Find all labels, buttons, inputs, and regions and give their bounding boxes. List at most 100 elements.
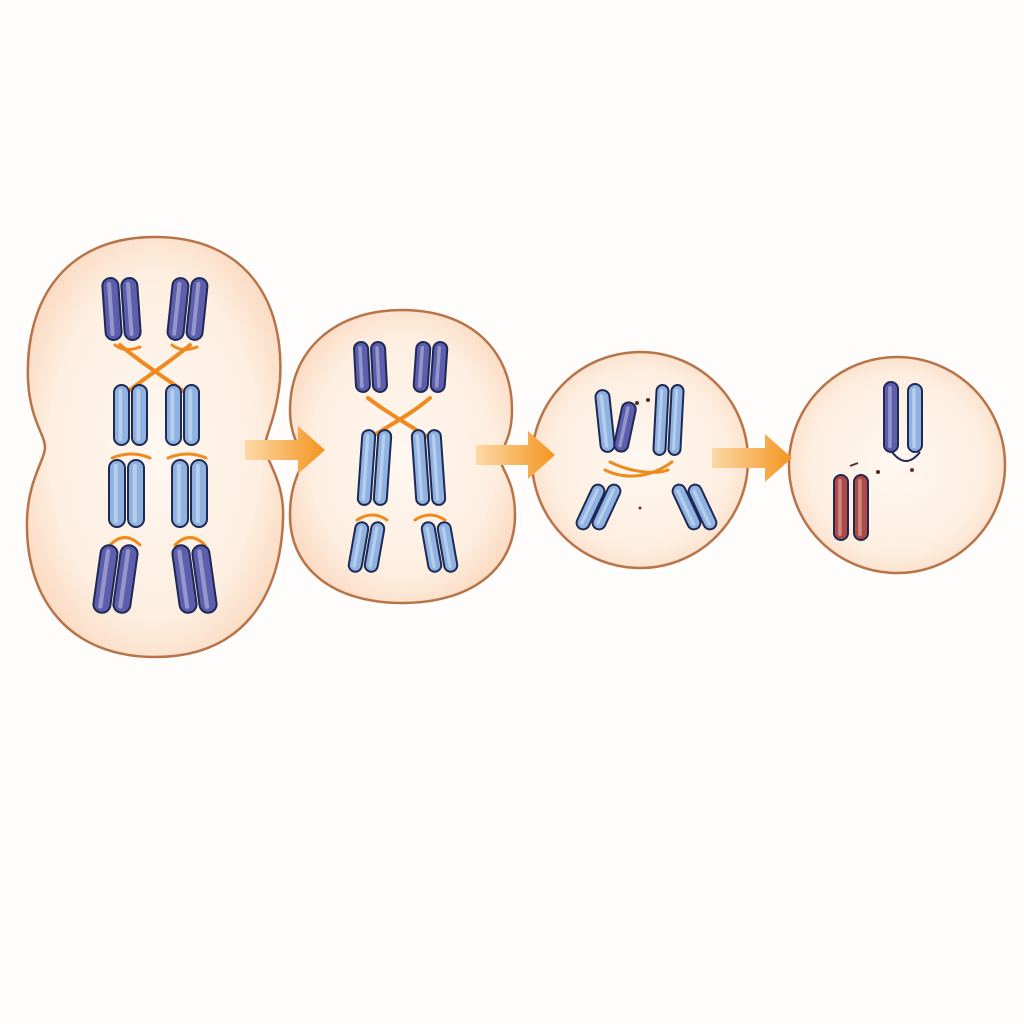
chromatid: [591, 483, 622, 531]
cell-1: [25, 235, 285, 659]
chromatid-highlight: [188, 389, 193, 441]
chromatid-highlight: [425, 526, 436, 568]
crossover-strand: [166, 452, 208, 460]
fragment-dot: [876, 470, 880, 474]
chromatid: [372, 429, 393, 506]
chromatid: [412, 341, 432, 393]
chromatid-highlight: [858, 479, 862, 536]
chromatid-highlight: [191, 282, 201, 336]
crossover-strand: [608, 460, 670, 474]
connector-strand: [891, 451, 921, 462]
chromatid: [120, 277, 142, 341]
chromatid: [127, 459, 145, 528]
chromatid-highlight: [136, 389, 141, 441]
crossover-strand: [113, 343, 142, 352]
chromatid-highlight: [599, 394, 609, 448]
chromatid: [907, 383, 923, 453]
chromatid: [667, 384, 685, 456]
fragment-dot: [646, 398, 650, 402]
chromatid-highlight: [434, 345, 442, 388]
chromatid-highlight: [692, 489, 712, 526]
chromatid: [131, 384, 148, 446]
chromatid-highlight: [98, 549, 111, 609]
chromatid-highlight: [113, 464, 118, 523]
chromatid-highlight: [417, 345, 425, 388]
chromatid: [833, 474, 849, 541]
chromatid: [185, 277, 209, 341]
chromatid: [112, 544, 139, 614]
crossover-strand: [108, 536, 142, 547]
chromatid: [883, 381, 899, 453]
chromatid-highlight: [172, 282, 182, 336]
cell-2: [288, 308, 517, 605]
chromatid-highlight: [358, 346, 364, 389]
chromatid: [687, 483, 718, 531]
chromatid: [108, 459, 126, 528]
fragment-dot: [910, 468, 914, 472]
chromatid-highlight: [197, 549, 210, 609]
crossover-strand: [170, 343, 199, 352]
crossover-strand: [355, 513, 389, 522]
chromatid: [171, 459, 189, 528]
chromatid-highlight: [361, 434, 370, 501]
fragment-dot: [638, 506, 642, 510]
chromatid-highlight: [676, 489, 696, 526]
chromatid: [370, 341, 388, 393]
arrow-3-icon: [712, 434, 792, 482]
chromatid-highlight: [415, 434, 424, 501]
chromatid: [426, 429, 447, 506]
chromatid: [594, 389, 616, 453]
chromatid: [575, 483, 606, 531]
chromatid-highlight: [912, 388, 916, 448]
chromatid: [613, 401, 637, 453]
chromatid: [429, 341, 449, 393]
chromatid: [356, 429, 377, 506]
chromatid-highlight: [580, 488, 600, 525]
chromatid: [165, 384, 182, 446]
chromatid: [363, 521, 386, 573]
chromatid: [190, 459, 208, 528]
chromatid: [191, 544, 218, 614]
chromatid-highlight: [838, 479, 842, 536]
chromatid-highlight: [441, 526, 452, 568]
chromatid-highlight: [126, 282, 134, 337]
chromatid-highlight: [177, 549, 190, 609]
chromatid-highlight: [888, 386, 892, 448]
fragment-dot: [635, 401, 639, 405]
fragment-mark: [849, 462, 859, 467]
chromatid-highlight: [596, 488, 616, 525]
chromatid: [652, 384, 670, 456]
chromatid-highlight: [431, 434, 440, 501]
arrow-2-icon: [476, 431, 555, 479]
chromatid-highlight: [672, 388, 679, 451]
chromatid-highlight: [132, 464, 137, 523]
chromatid-highlight: [377, 434, 386, 501]
chromatid: [353, 341, 371, 393]
chromatid-highlight: [368, 526, 379, 568]
chromatid-highlight: [195, 464, 200, 523]
chromatid-highlight: [118, 549, 131, 609]
chromatid: [113, 384, 130, 446]
chromatid: [671, 483, 702, 531]
crossover-strand: [110, 452, 152, 460]
chromatid: [171, 544, 198, 614]
chromatid: [347, 521, 370, 573]
chromatid-highlight: [118, 389, 123, 441]
crossover-strand: [173, 536, 207, 547]
chromatid: [166, 277, 190, 341]
arrow-1-icon: [245, 426, 325, 474]
chromatid: [183, 384, 200, 446]
chromatid: [420, 521, 443, 573]
chromatid: [853, 474, 869, 541]
crossover-strand: [603, 460, 674, 478]
chromatid-highlight: [176, 464, 181, 523]
chromatid-highlight: [170, 389, 175, 441]
chromatid: [436, 521, 459, 573]
chromatid-highlight: [657, 388, 664, 451]
chromatid-highlight: [107, 282, 115, 337]
chromatid: [101, 277, 123, 341]
crossover-strand: [413, 513, 447, 522]
chromatid: [92, 544, 119, 614]
